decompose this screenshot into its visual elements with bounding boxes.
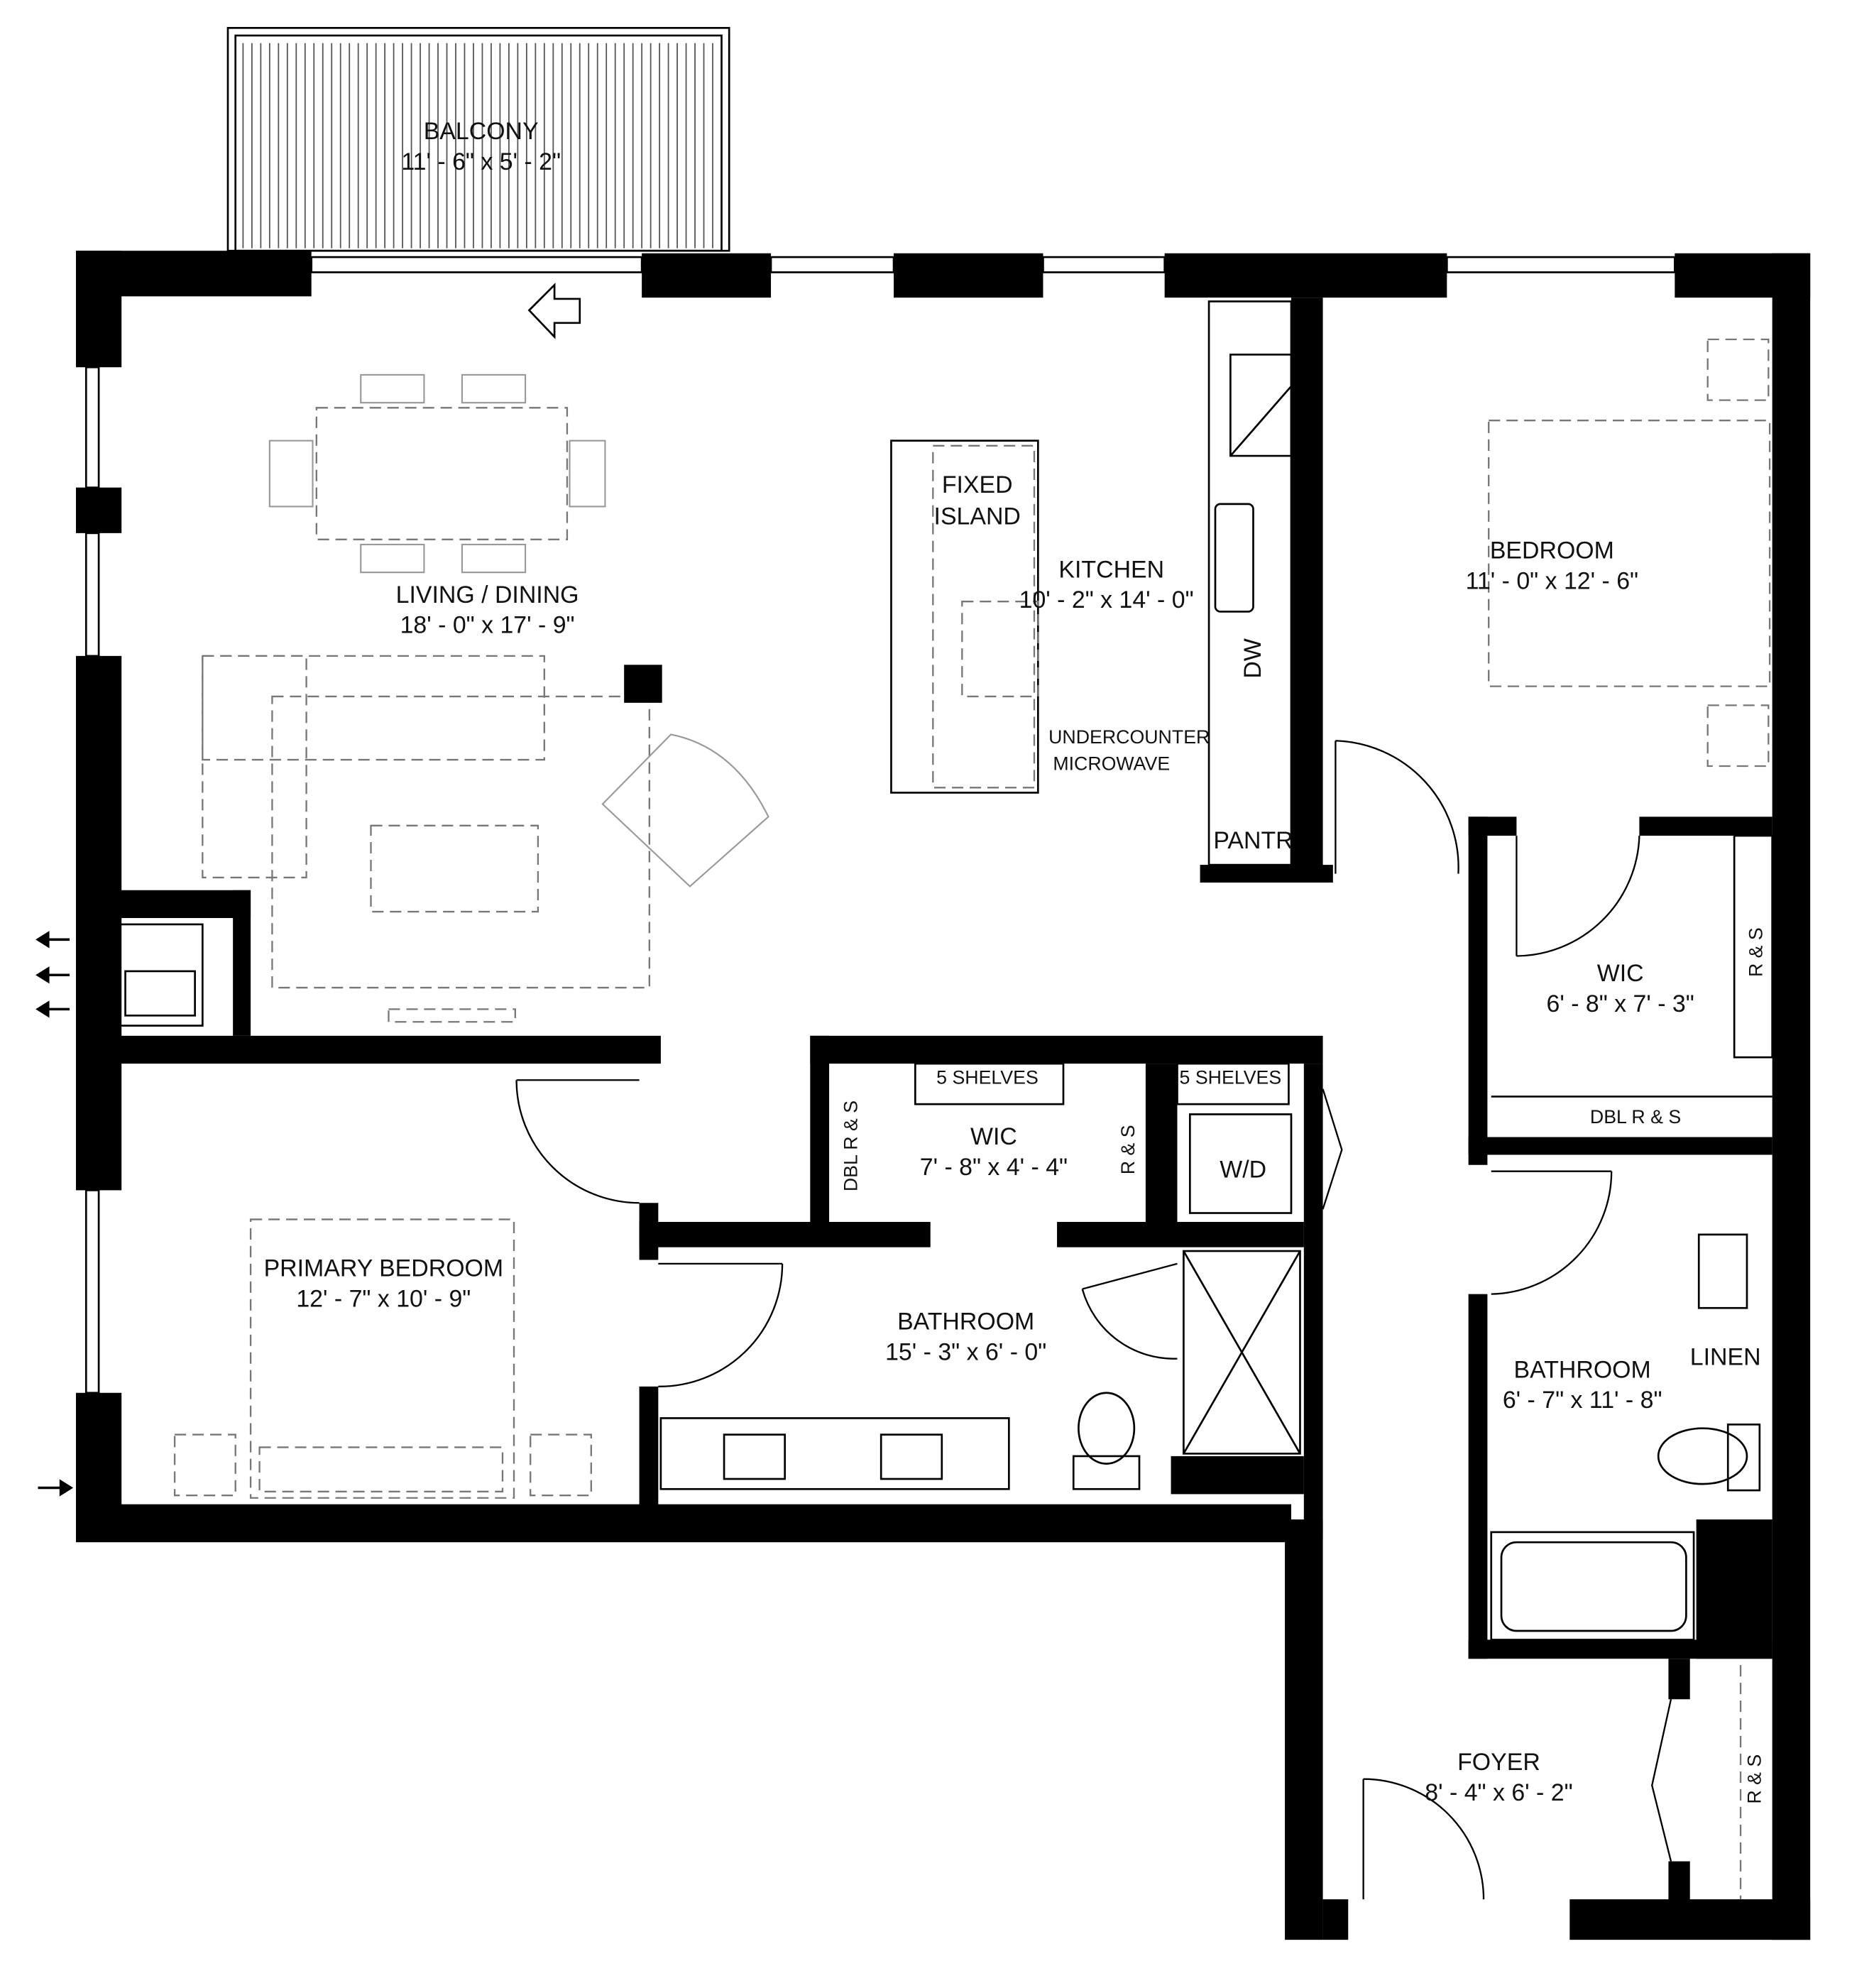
fixed-island-label-2: ISLAND [934,503,1021,530]
windows [84,256,1676,1394]
balcony-dims: 11' - 6" x 5' - 2" [401,148,561,175]
pantry-label: PANTR [1213,827,1293,854]
entry-arrow-icon [38,1479,74,1497]
room-labels: BALCONY 11' - 6" x 5' - 2" LIVING / DINI… [264,118,1694,1806]
balcony [226,26,730,252]
bedroom-dims: 11' - 0" x 12' - 6" [1466,567,1638,594]
microwave-label-2: MICROWAVE [1053,753,1170,774]
wic-bedroom-dims: 6' - 8" x 7' - 3" [1546,990,1694,1017]
shelves-wic-label: 5 SHELVES [936,1067,1039,1088]
fixed-island-label: FIXED [942,471,1013,498]
dishwasher-label: DW [1239,638,1266,678]
rs-bedroom-wic-label: R & S [1745,927,1766,977]
rs-wic-label: R & S [1117,1125,1139,1174]
dbl-rs-bedroom-wic-label: DBL R & S [1590,1106,1681,1127]
doors [515,740,1672,1900]
kitchen-name: KITCHEN [1058,556,1164,583]
wic-bedroom-name: WIC [1597,960,1644,987]
bathroom-primary-name: BATHROOM [897,1309,1034,1336]
north-arrow-icon [527,283,581,339]
wic-primary-dims: 7' - 8" x 4' - 4" [920,1154,1068,1181]
washer-dryer-label: W/D [1220,1157,1266,1184]
rs-foyer-label: R & S [1744,1754,1765,1804]
furniture [80,300,1773,1900]
primary-bedroom-dims: 12' - 7" x 10' - 9" [296,1285,471,1312]
shelves-laundry-label: 5 SHELVES [1180,1067,1282,1088]
bathroom-primary-dims: 15' - 3" x 6' - 0" [885,1338,1046,1365]
vent-arrow-icon [35,931,70,1018]
living-dims: 18' - 0" x 17' - 9" [400,612,575,639]
microwave-label: UNDERCOUNTER [1048,726,1210,748]
dbl-rs-wic-label: DBL R & S [840,1100,861,1191]
foyer-dims: 8' - 4" x 6' - 2" [1425,1779,1572,1806]
wic-primary-name: WIC [970,1123,1017,1150]
bathroom-name: BATHROOM [1514,1356,1651,1383]
foyer-name: FOYER [1457,1749,1540,1776]
bedroom-name: BEDROOM [1490,537,1614,564]
kitchen-dims: 10' - 2" x 14' - 0" [1019,586,1194,613]
balcony-name: BALCONY [424,118,539,145]
bathroom-dims: 6' - 7" x 11' - 8" [1503,1387,1662,1414]
linen-label: LINEN [1690,1344,1761,1371]
walls [75,251,1811,1940]
primary-bedroom-name: PRIMARY BEDROOM [264,1255,504,1282]
living-name: LIVING / DINING [396,581,579,608]
fixture-labels: FIXED ISLAND UNDERCOUNTER MICROWAVE PANT… [840,471,1766,1804]
